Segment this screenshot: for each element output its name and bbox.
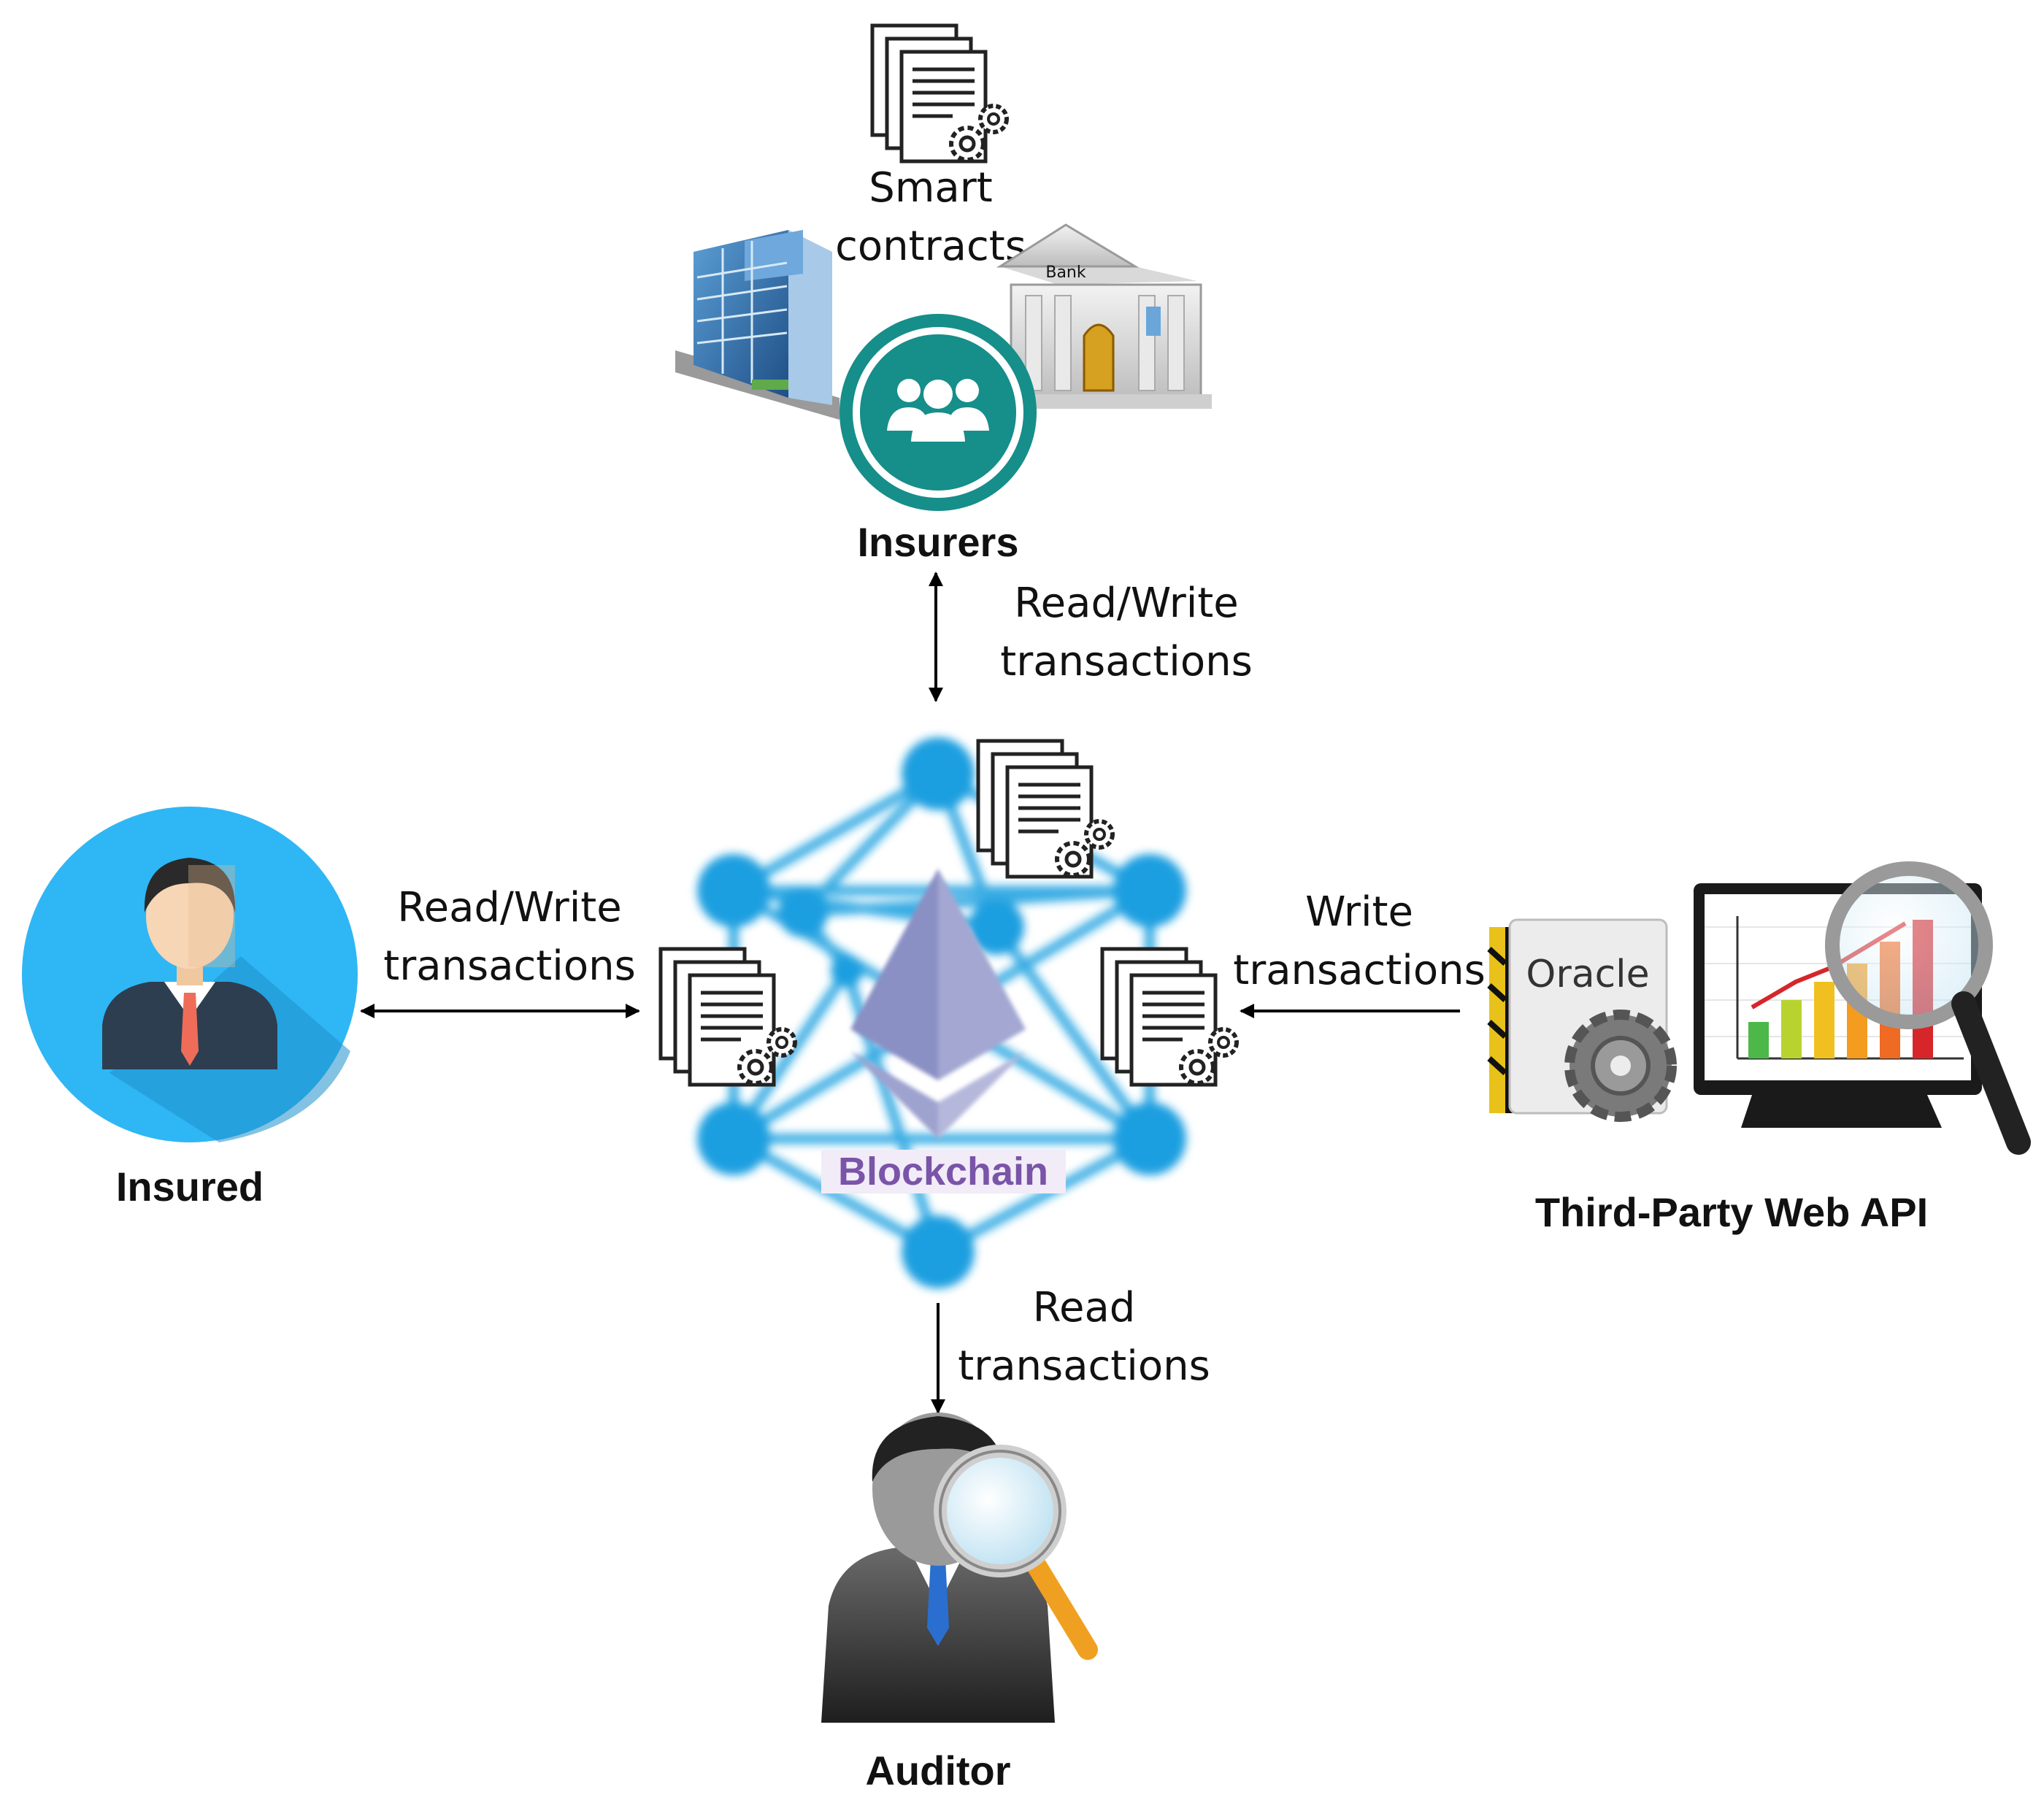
auditor-icon <box>821 1412 1098 1723</box>
third-party-label: Third-Party Web API <box>1535 1189 1928 1235</box>
blockchain-label: Blockchain <box>838 1150 1048 1193</box>
third-party-node: Oracle <box>1487 861 2031 1235</box>
api-edge-label-line1: Write <box>1305 888 1413 936</box>
insured-edge-label-line2: transactions <box>383 942 636 990</box>
insured-node: Insured <box>22 807 358 1210</box>
businessman-icon <box>102 858 277 1069</box>
auditor-edge-label-line2: transactions <box>958 1342 1210 1390</box>
smart-contracts-group: Smart contracts <box>835 26 1026 270</box>
blockchain-contract-icon-top <box>978 741 1113 877</box>
insured-label: Insured <box>116 1164 264 1210</box>
auditor-edge-label-line1: Read <box>1033 1284 1136 1331</box>
oracle-label: Oracle <box>1526 953 1649 996</box>
smart-contracts-label-line1: Smart <box>869 164 992 212</box>
blockchain-contract-icon-left <box>661 949 795 1085</box>
insurers-edge-label-line1: Read/Write <box>1014 580 1238 627</box>
monitor-chart-icon <box>1694 861 2031 1155</box>
insurers-edge-label-line2: transactions <box>1000 638 1253 685</box>
insurers-node: Bank Insurers <box>675 223 1212 565</box>
bank-sign: Bank <box>1045 264 1086 282</box>
blockchain-contract-icon-right <box>1102 949 1237 1085</box>
smart-contract-icon <box>872 26 1007 161</box>
oracle-icon: Oracle <box>1487 918 1677 1122</box>
insured-edge-label-line1: Read/Write <box>397 884 621 931</box>
auditor-node: Auditor <box>821 1412 1098 1794</box>
smart-contracts-label-line2: contracts <box>835 223 1026 270</box>
people-group-icon <box>887 379 989 442</box>
blockchain-node: Blockchain <box>661 737 1237 1288</box>
office-building-icon <box>675 230 840 420</box>
auditor-label: Auditor <box>865 1748 1010 1794</box>
ethereum-icon <box>850 869 1026 1139</box>
bank-icon: Bank <box>996 223 1212 409</box>
api-edge-label-line2: transactions <box>1233 947 1486 994</box>
insurers-label: Insurers <box>858 519 1019 565</box>
